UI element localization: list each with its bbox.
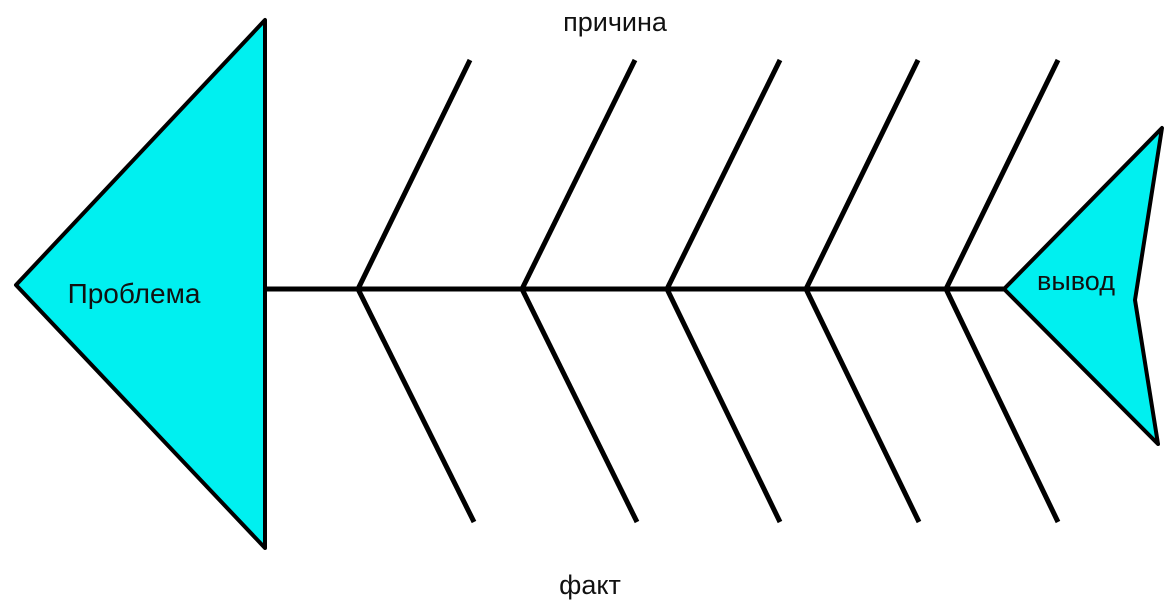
bone-bottom-1 [355,287,477,524]
fish-head [14,18,267,550]
fish-tail [1002,126,1164,446]
bone-bottom-3 [664,287,783,524]
fish-bones [355,58,1061,524]
head-label: Проблема [68,278,201,309]
bone-top-4 [803,58,921,291]
top-label: причина [563,7,668,37]
bone-top-2 [519,58,638,291]
bone-bottom-5 [943,287,1061,524]
bottom-label: факт [559,570,621,600]
bone-bottom-2 [519,287,640,524]
bone-top-1 [355,58,473,291]
bone-bottom-4 [803,287,922,524]
bone-top-5 [943,58,1061,291]
tail-label: вывод [1037,266,1115,296]
bone-top-3 [664,58,783,291]
